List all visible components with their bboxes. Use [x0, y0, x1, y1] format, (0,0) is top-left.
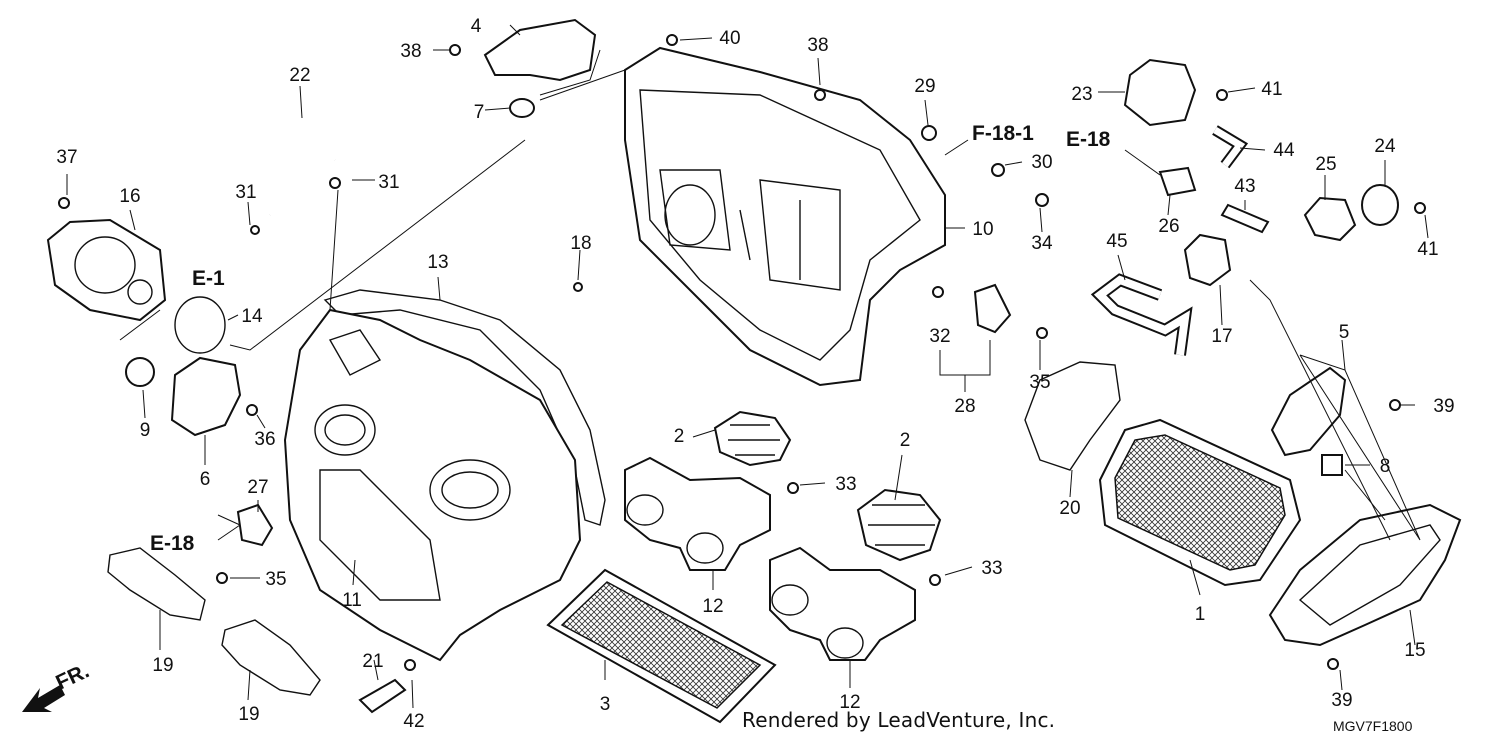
callout-26: 26	[1158, 216, 1179, 237]
callout-33-a: 33	[835, 474, 856, 495]
callout-2-b: 2	[900, 430, 911, 451]
callout-27: 27	[247, 477, 268, 498]
callout-14: 14	[241, 306, 263, 327]
callout-31-b: 31	[378, 172, 399, 193]
callout-35-b: 35	[265, 569, 286, 590]
callout-24: 24	[1374, 136, 1396, 157]
callout-39-b: 39	[1331, 690, 1352, 711]
callout-12-a: 12	[702, 596, 723, 617]
callout-45: 45	[1106, 231, 1127, 252]
callout-15: 15	[1404, 640, 1425, 661]
ref-e-18-left: E-18	[150, 532, 195, 555]
callout-36: 36	[254, 429, 275, 450]
callout-20: 20	[1059, 498, 1080, 519]
callout-28: 28	[954, 396, 975, 417]
callout-34: 34	[1031, 233, 1053, 254]
callout-5: 5	[1339, 322, 1350, 343]
callout-31-a: 31	[235, 182, 256, 203]
callout-44: 44	[1273, 140, 1295, 161]
drawing-code: MGV7F1800	[1333, 718, 1413, 734]
ref-e-18-right: E-18	[1066, 128, 1111, 151]
part-artwork	[46, 18, 1462, 724]
callout-11: 11	[342, 590, 362, 611]
callout-19-a: 19	[152, 655, 173, 676]
callout-6: 6	[200, 469, 211, 490]
callout-30: 30	[1031, 152, 1052, 173]
callout-29: 29	[914, 76, 935, 97]
front-arrow-icon	[22, 685, 65, 712]
callout-37: 37	[56, 147, 77, 168]
ref-f-18-1: F-18-1	[972, 122, 1034, 145]
callout-16: 16	[119, 186, 140, 207]
callout-42: 42	[403, 711, 424, 732]
callout-labels: 1 2 2 3 4 5 6 7 8 9 10 11 12 12 13 14 15…	[56, 16, 1454, 732]
callout-21: 21	[362, 651, 383, 672]
callout-7: 7	[474, 102, 485, 123]
callout-33-b: 33	[981, 558, 1002, 579]
callout-12-b: 12	[839, 692, 860, 713]
callout-23: 23	[1071, 84, 1092, 105]
ref-e-1: E-1	[192, 267, 225, 290]
leader-lines	[66, 24, 1429, 709]
callout-1: 1	[1195, 604, 1206, 625]
callout-41-b: 41	[1417, 239, 1438, 260]
callout-32: 32	[929, 326, 950, 347]
callout-43: 43	[1234, 176, 1255, 197]
callout-38-a: 38	[400, 41, 421, 62]
callout-39-a: 39	[1433, 396, 1454, 417]
credit-text: Rendered by LeadVenture, Inc.	[742, 708, 1056, 732]
callout-3: 3	[600, 694, 611, 715]
callout-10: 10	[972, 219, 993, 240]
callout-2-a: 2	[674, 426, 685, 447]
callout-22: 22	[289, 65, 310, 86]
callout-4: 4	[471, 16, 482, 37]
callout-40: 40	[719, 28, 740, 49]
callout-35-a: 35	[1029, 372, 1050, 393]
callout-9: 9	[140, 420, 151, 441]
callout-17: 17	[1211, 326, 1232, 347]
callout-8: 8	[1380, 456, 1391, 477]
callout-18: 18	[570, 233, 591, 254]
callout-19-b: 19	[238, 704, 259, 725]
callout-41-a: 41	[1261, 79, 1282, 100]
callout-38-b: 38	[807, 35, 828, 56]
callout-13: 13	[427, 252, 448, 273]
callout-25: 25	[1315, 154, 1336, 175]
